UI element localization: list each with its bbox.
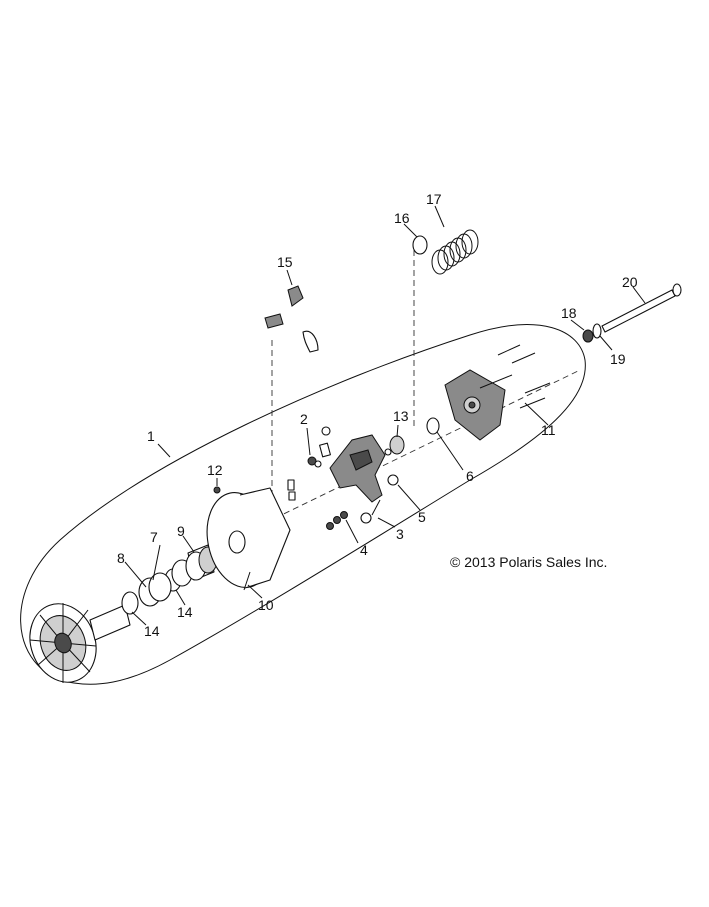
- callout-17: 17: [426, 191, 442, 207]
- leader-lines: [124, 205, 646, 626]
- callout-20: 20: [622, 274, 638, 290]
- callout-6: 6: [466, 468, 474, 484]
- assembly-outline: [20, 324, 586, 685]
- copyright-notice: © 2013 Polaris Sales Inc.: [450, 554, 607, 570]
- callout-7: 7: [150, 529, 158, 545]
- part-ring-16: [412, 235, 428, 255]
- part-weights-15: [264, 285, 319, 353]
- part-4: [326, 511, 348, 530]
- callout-16: 16: [394, 210, 410, 226]
- callout-15: 15: [277, 254, 293, 270]
- part-nut-18: [582, 329, 594, 343]
- part-rollers-2: [287, 426, 331, 501]
- axis-line-main: [229, 369, 581, 541]
- callout-19: 19: [610, 351, 626, 367]
- part-fan-sheave: [29, 603, 131, 683]
- part-ring-14a: [121, 591, 139, 615]
- part-13-small: [384, 448, 392, 456]
- callout-14-left: 14: [144, 623, 160, 639]
- callout-11: 11: [541, 422, 556, 438]
- part-sheave-10: [206, 487, 291, 591]
- callout-18: 18: [561, 305, 577, 321]
- callout-12: 12: [207, 462, 223, 478]
- callout-1: 1: [147, 428, 155, 444]
- part-spider-3: [329, 434, 386, 516]
- callout-4: 4: [360, 542, 368, 558]
- part-ball-5b: [360, 512, 372, 524]
- callout-5: 5: [418, 509, 426, 525]
- part-washer-19: [592, 323, 602, 339]
- part-bearing-13: [389, 435, 405, 455]
- callout-2: 2: [300, 411, 308, 427]
- callout-13: 13: [393, 408, 409, 424]
- callout-3: 3: [396, 526, 404, 542]
- part-bolt-20: [601, 283, 682, 333]
- part-cover-6: [426, 369, 506, 441]
- part-bolts-11: [479, 344, 551, 409]
- part-ball-5a: [387, 474, 399, 486]
- part-bushing-8: [138, 572, 172, 607]
- callout-14-right: 14: [177, 604, 193, 620]
- part-12: [213, 486, 221, 494]
- part-spring-17: [431, 229, 479, 275]
- callout-9: 9: [177, 523, 185, 539]
- callout-10: 10: [258, 597, 274, 613]
- callout-8: 8: [117, 550, 125, 566]
